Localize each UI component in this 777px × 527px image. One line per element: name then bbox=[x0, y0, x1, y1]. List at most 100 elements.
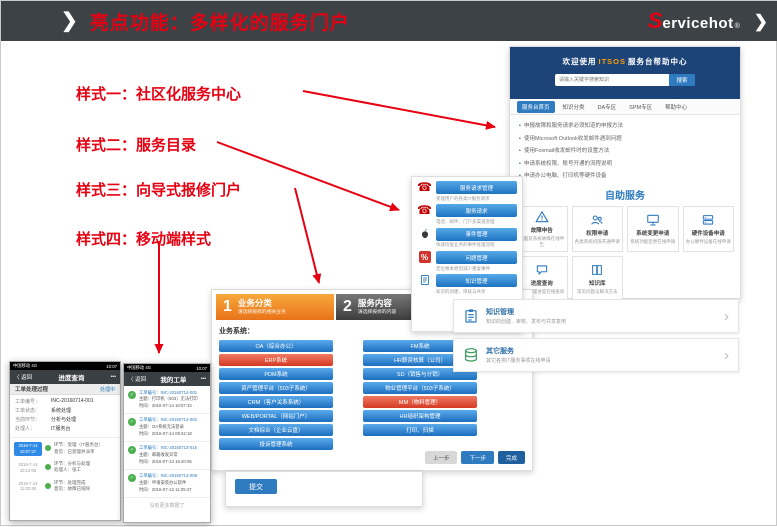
info-value: IT服务台 bbox=[51, 426, 71, 432]
style-label-service-catalog: 样式二：服务目录 bbox=[76, 137, 197, 154]
biz-btn-asset[interactable]: 资产管理平台（503子系统） bbox=[219, 382, 333, 394]
tab-help-center[interactable]: 帮助中心 bbox=[665, 104, 688, 111]
tab-da-zone[interactable]: DA专区 bbox=[597, 104, 617, 111]
work-order-item[interactable]: 工单编号：INC-20160713-015 主题：邮箱收发异常 时间：2016-… bbox=[124, 442, 210, 470]
biz-btn-crm[interactable]: CRM（客户关系系统） bbox=[219, 396, 333, 408]
info-key: 当前环节： bbox=[15, 417, 41, 423]
work-order-item[interactable]: 工单编号：INC-20160713-009 主题：申请安装办公软件 时间：201… bbox=[124, 470, 210, 498]
registered-mark: ® bbox=[734, 23, 740, 30]
biz-btn-hr-payroll[interactable]: HR薪资核算（公司） bbox=[363, 354, 477, 366]
apple-icon bbox=[421, 228, 428, 238]
submit-button[interactable]: 提交 bbox=[235, 479, 277, 494]
card-label: 进度查询 bbox=[530, 280, 553, 287]
mobile-subheader: 工单处理过程 处理中 bbox=[10, 384, 120, 395]
business-column-left: OA（综合办公） ERP系统 PDM系统 资产管理平台（503子系统） CRM（… bbox=[219, 340, 333, 450]
slide-title: 亮点功能：多样化的服务门户 bbox=[89, 12, 350, 34]
timeline-dot-icon bbox=[45, 482, 51, 489]
card-system-change[interactable]: 系统变更申请 系统功能变更在线申请 bbox=[627, 205, 679, 252]
biz-btn-fm[interactable]: FM系统 bbox=[363, 340, 477, 352]
timeline-text: 环节：受理（IT服务台） 意见：已受理并派单 bbox=[54, 442, 103, 454]
biz-btn-oa[interactable]: OA（综合办公） bbox=[219, 340, 333, 352]
card-label: 故障申告 bbox=[530, 227, 553, 234]
faq-link[interactable]: 使用Microsoft Outlook收发邮件遇到问题 bbox=[519, 134, 648, 142]
check-circle-icon bbox=[128, 418, 136, 427]
warning-triangle-icon bbox=[535, 211, 549, 223]
order-text: 工单编号：INC-20160714-002 主题：OA系统无法登录 时间：201… bbox=[139, 417, 198, 436]
tab-knowledge[interactable]: 知识分类 bbox=[562, 104, 585, 111]
biz-btn-property[interactable]: 物业管理平台（503子系统） bbox=[363, 382, 477, 394]
biz-btn-sd[interactable]: SD（销售与分销） bbox=[363, 368, 477, 380]
tab-home[interactable]: 服务台首页 bbox=[517, 100, 555, 113]
wizard-screenshot: 1 业务分类 请选择报修的相关业务 2 服务内容 请选择报修的内容 业务系统： … bbox=[211, 289, 533, 471]
card-desc: 常见问题与解决方法 bbox=[577, 288, 618, 294]
percent-icon: % bbox=[418, 251, 431, 264]
portal-search-bar: 搜索 bbox=[555, 74, 695, 86]
style-label-wizard-portal: 样式三：向导式报修门户 bbox=[76, 182, 242, 199]
timeline-date: 2016-7-14 10:07:37 bbox=[14, 442, 42, 456]
biz-btn-docs[interactable]: 文档综合（企业云盘） bbox=[219, 424, 333, 436]
catalog-row-service-request-mgmt: ☎ 服务请求管理 受理用户的各类IT服务请求 bbox=[417, 181, 517, 201]
card-desc: 各类系统权限开通申请 bbox=[574, 238, 620, 244]
biz-btn-pdm[interactable]: PDM系统 bbox=[219, 368, 333, 380]
style-label-community-portal: 样式一：社区化服务中心 bbox=[76, 86, 242, 103]
faq-link[interactable]: 申报故障和服务请求必须知道的申报方法 bbox=[519, 121, 648, 129]
mobile-nav-bar: 〈 返回 进度查询 ••• bbox=[10, 370, 120, 384]
mobile-page-title: 我的工单 bbox=[160, 377, 187, 384]
biz-btn-mm[interactable]: MM（物料管理） bbox=[363, 396, 477, 408]
menu-dots-icon[interactable]: ••• bbox=[110, 374, 116, 380]
search-button[interactable]: 搜索 bbox=[669, 74, 695, 86]
chevron-decoration-icon: ❯ bbox=[61, 10, 78, 32]
catalog-item-button[interactable]: 事件管理 bbox=[436, 227, 517, 241]
catalog-item-button[interactable]: 问题管理 bbox=[436, 251, 517, 265]
work-order-item[interactable]: 工单编号：INC-20160714-002 主题：OA系统无法登录 时间：201… bbox=[124, 414, 210, 442]
chevron-right-icon: › bbox=[724, 346, 729, 364]
info-row: 工单编号： INC-20160714-001 bbox=[15, 398, 115, 405]
banner-brand: ITSOS bbox=[598, 57, 626, 66]
wide-row-knowledge[interactable]: 知识管理 知识的创建、审核、发布与共享复用 › bbox=[453, 299, 739, 333]
info-key: 工单状态： bbox=[15, 408, 41, 414]
faq-link[interactable]: 申请系统权限、账号开通的流程说明 bbox=[519, 159, 648, 167]
catalog-item-button[interactable]: 知识管理 bbox=[436, 274, 517, 288]
brand-logo: S ervicehot ® bbox=[648, 10, 740, 33]
wide-row-other-services[interactable]: 其它服务 其它各类IT服务事项在线申请 › bbox=[453, 338, 739, 372]
carrier-text: 中国移动 4G bbox=[13, 363, 38, 368]
wide-row-desc: 其它各类IT服务事项在线申请 bbox=[486, 358, 551, 365]
card-knowledge-base[interactable]: 知识库 常见问题与解决方法 bbox=[571, 255, 623, 302]
style-label-mobile: 样式四：移动端样式 bbox=[76, 231, 212, 248]
back-button[interactable]: 〈 返回 bbox=[128, 377, 147, 383]
wizard-step-1: 1 业务分类 请选择报修的相关业务 bbox=[216, 294, 334, 320]
biz-btn-complaint[interactable]: 投诉管理系统 bbox=[219, 438, 333, 450]
back-button[interactable]: 〈 返回 bbox=[14, 375, 33, 381]
tab-spm-zone[interactable]: SPM专区 bbox=[629, 104, 653, 111]
card-label: 硬件设备申请 bbox=[691, 230, 725, 237]
wide-row-desc: 知识的创建、审核、发布与共享复用 bbox=[486, 319, 567, 326]
timeline-text: 环节：处理完成 意见：故障已排除 bbox=[54, 479, 90, 492]
search-input[interactable] bbox=[555, 74, 669, 86]
card-desc: 办公硬件设备在线申请 bbox=[685, 238, 731, 244]
prev-step-button[interactable]: 上一步 bbox=[424, 451, 458, 464]
card-permission-request[interactable]: 权限申请 各类系统权限开通申请 bbox=[571, 205, 623, 252]
catalog-item-desc: 电话、邮件、门户多渠道受理 bbox=[436, 218, 495, 224]
arrow-to-catalog bbox=[216, 141, 400, 212]
catalog-item-button[interactable]: 服务请求 bbox=[436, 204, 517, 218]
done-button[interactable]: 完成 bbox=[497, 451, 525, 464]
business-system-label: 业务系统： bbox=[219, 328, 254, 335]
work-order-item[interactable]: 工单编号：INC-20160714-001 主题：打印机（503）无法打印 时间… bbox=[124, 386, 210, 414]
next-step-button[interactable]: 下一步 bbox=[461, 451, 494, 464]
info-value: 分析与处理 bbox=[51, 417, 77, 423]
faq-link[interactable]: 申请办公电脑、打印机等硬件设备 bbox=[519, 171, 648, 179]
card-fault-report[interactable]: 故障申告 电脑及系统故障在线申告 bbox=[516, 205, 568, 252]
order-text: 工单编号：INC-20160713-015 主题：邮箱收发异常 时间：2016-… bbox=[139, 445, 198, 464]
biz-btn-erp[interactable]: ERP系统 bbox=[219, 354, 333, 366]
portal-faq-links: 申报故障和服务请求必须知道的申报方法 使用Microsoft Outlook收发… bbox=[510, 115, 657, 186]
faq-link[interactable]: 使用Foxmail收发邮件时的设置方法 bbox=[519, 146, 648, 154]
biz-btn-print-scan[interactable]: 打印、扫描 bbox=[363, 424, 477, 436]
biz-btn-hr-org[interactable]: HR组织架构管理 bbox=[363, 410, 477, 422]
banner-text-pre: 欢迎使用 bbox=[562, 57, 597, 66]
biz-btn-web-portal[interactable]: WEB/PORTAL（网站门户） bbox=[219, 410, 333, 422]
step-title: 服务内容 bbox=[357, 297, 392, 308]
catalog-item-button[interactable]: 服务请求管理 bbox=[436, 181, 517, 194]
menu-dots-icon[interactable]: ••• bbox=[200, 376, 206, 382]
timeline-text: 环节：分析与处理 处理人：张工 bbox=[54, 460, 90, 473]
card-hardware-request[interactable]: 硬件设备申请 办公硬件设备在线申请 bbox=[682, 205, 734, 252]
